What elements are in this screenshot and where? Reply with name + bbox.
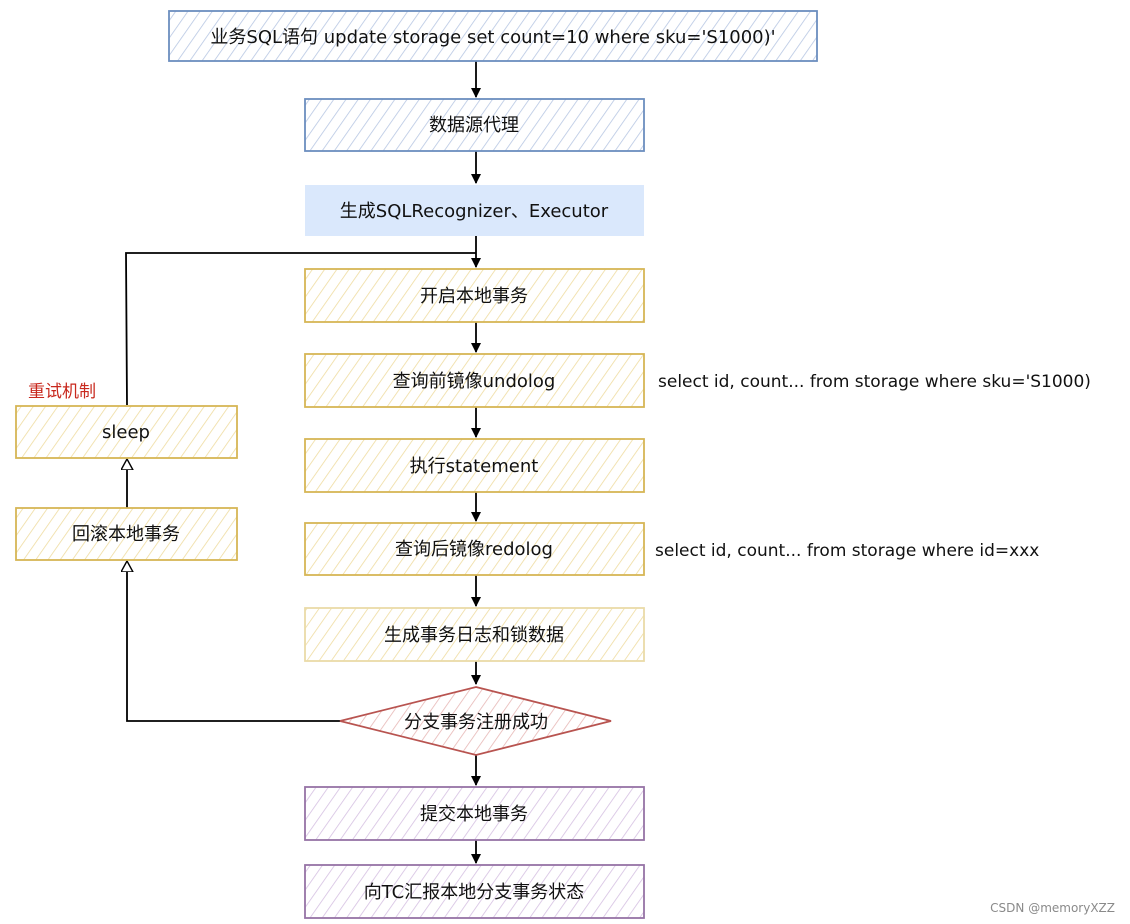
node-sleep: sleep xyxy=(15,405,238,459)
node-branch-register-success: 分支事务注册成功 xyxy=(339,686,612,756)
retry-mechanism-label: 重试机制 xyxy=(28,382,96,402)
node-gen-tx-log-lock-label: 生成事务日志和锁数据 xyxy=(384,625,564,646)
before-image-sql-note: select id, count... from storage where s… xyxy=(658,372,1091,392)
node-start-local-tx-label: 开启本地事务 xyxy=(420,286,528,307)
node-branch-register-success-label: 分支事务注册成功 xyxy=(404,712,548,733)
node-gen-recognizer-label: 生成SQLRecognizer、Executor xyxy=(340,201,609,222)
node-business-sql: 业务SQL语句 update storage set count=10 wher… xyxy=(168,10,818,62)
node-report-to-tc-label: 向TC汇报本地分支事务状态 xyxy=(364,882,585,903)
node-start-local-tx: 开启本地事务 xyxy=(304,268,645,323)
node-gen-recognizer: 生成SQLRecognizer、Executor xyxy=(305,185,644,236)
edge-retry-loop xyxy=(125,252,476,406)
node-execute-statement: 执行statement xyxy=(304,438,645,493)
node-report-to-tc: 向TC汇报本地分支事务状态 xyxy=(304,864,645,919)
node-datasource-proxy: 数据源代理 xyxy=(304,98,645,152)
connectors xyxy=(125,61,481,864)
node-query-before-image: 查询前镜像undolog xyxy=(304,353,645,408)
node-rollback-local-tx-label: 回滚本地事务 xyxy=(72,524,180,545)
edge-branch-fail-to-rollback xyxy=(127,562,340,722)
node-rollback-local-tx: 回滚本地事务 xyxy=(15,507,238,561)
node-execute-statement-label: 执行statement xyxy=(410,456,539,477)
node-gen-tx-log-lock: 生成事务日志和锁数据 xyxy=(304,607,645,662)
node-sleep-label: sleep xyxy=(102,422,150,443)
after-image-sql-note: select id, count... from storage where i… xyxy=(655,541,1039,561)
node-query-after-image: 查询后镜像redolog xyxy=(304,522,645,576)
node-query-after-image-label: 查询后镜像redolog xyxy=(395,539,553,560)
watermark-text: CSDN @memoryXZZ xyxy=(990,901,1115,915)
node-datasource-proxy-label: 数据源代理 xyxy=(429,115,519,136)
node-business-sql-label: 业务SQL语句 update storage set count=10 wher… xyxy=(210,27,775,48)
node-commit-local-tx-label: 提交本地事务 xyxy=(420,804,528,825)
node-commit-local-tx: 提交本地事务 xyxy=(304,786,645,841)
node-query-before-image-label: 查询前镜像undolog xyxy=(393,371,556,392)
